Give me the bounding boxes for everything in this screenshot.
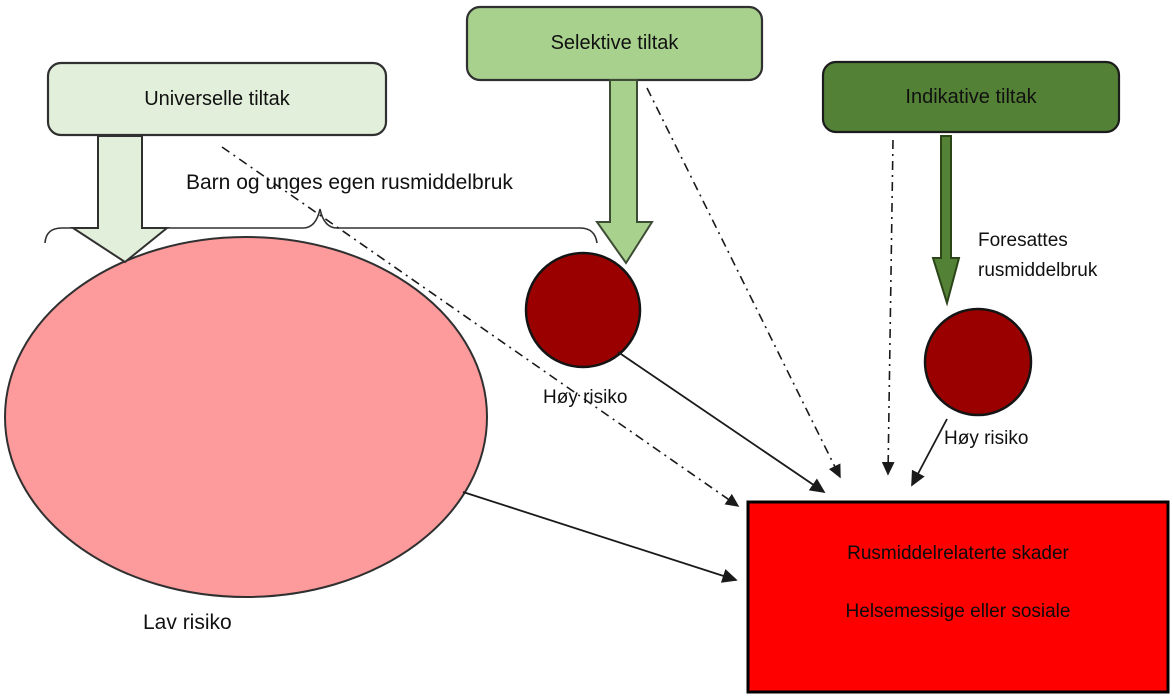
parents-substance-use-line2: rusmiddelbruk: [978, 260, 1098, 281]
outcome-label-line2: Helsemessige eller sosiale: [845, 601, 1071, 622]
low-risk-label: Lav risiko: [143, 611, 232, 634]
high-risk-circle-middle: [524, 251, 642, 369]
indicated-box: [821, 60, 1121, 134]
universal-box-label: Universelle tiltak: [144, 87, 290, 110]
low-risk-ellipse: [4, 236, 488, 598]
high-risk-right-label: Høy risiko: [944, 428, 1029, 449]
universal-box: [46, 61, 388, 137]
arrow-high-risk-middle-to-outcome: [617, 351, 826, 494]
dashed-arrow-indicated-to-outcome: [881, 139, 895, 476]
selective-box-label: Selektive tiltak: [550, 32, 679, 54]
parents-substance-use-line1: Foresattes: [978, 230, 1068, 251]
outcome-box: [746, 500, 1170, 694]
brace: [44, 208, 598, 244]
indicated-arrow: [931, 135, 961, 307]
parents-substance-use-label: Foresattes rusmiddelbruk: [978, 226, 1097, 286]
universal-arrow: [69, 135, 170, 264]
selective-arrow: [595, 79, 654, 265]
arrow-high-risk-right-to-outcome: [911, 418, 948, 487]
children-substance-use-label: Barn og unges egen rusmiddelbruk: [186, 171, 513, 194]
high-risk-middle-label: Høy risiko: [543, 387, 628, 408]
arrow-low-risk-to-outcome: [462, 491, 738, 583]
high-risk-circle-right: [923, 307, 1033, 417]
indicated-box-label: Indikative tiltak: [905, 85, 1037, 108]
outcome-label-line1: Rusmiddelrelaterte skader: [847, 543, 1069, 564]
dashed-arrow-selective-to-outcome: [646, 87, 841, 479]
